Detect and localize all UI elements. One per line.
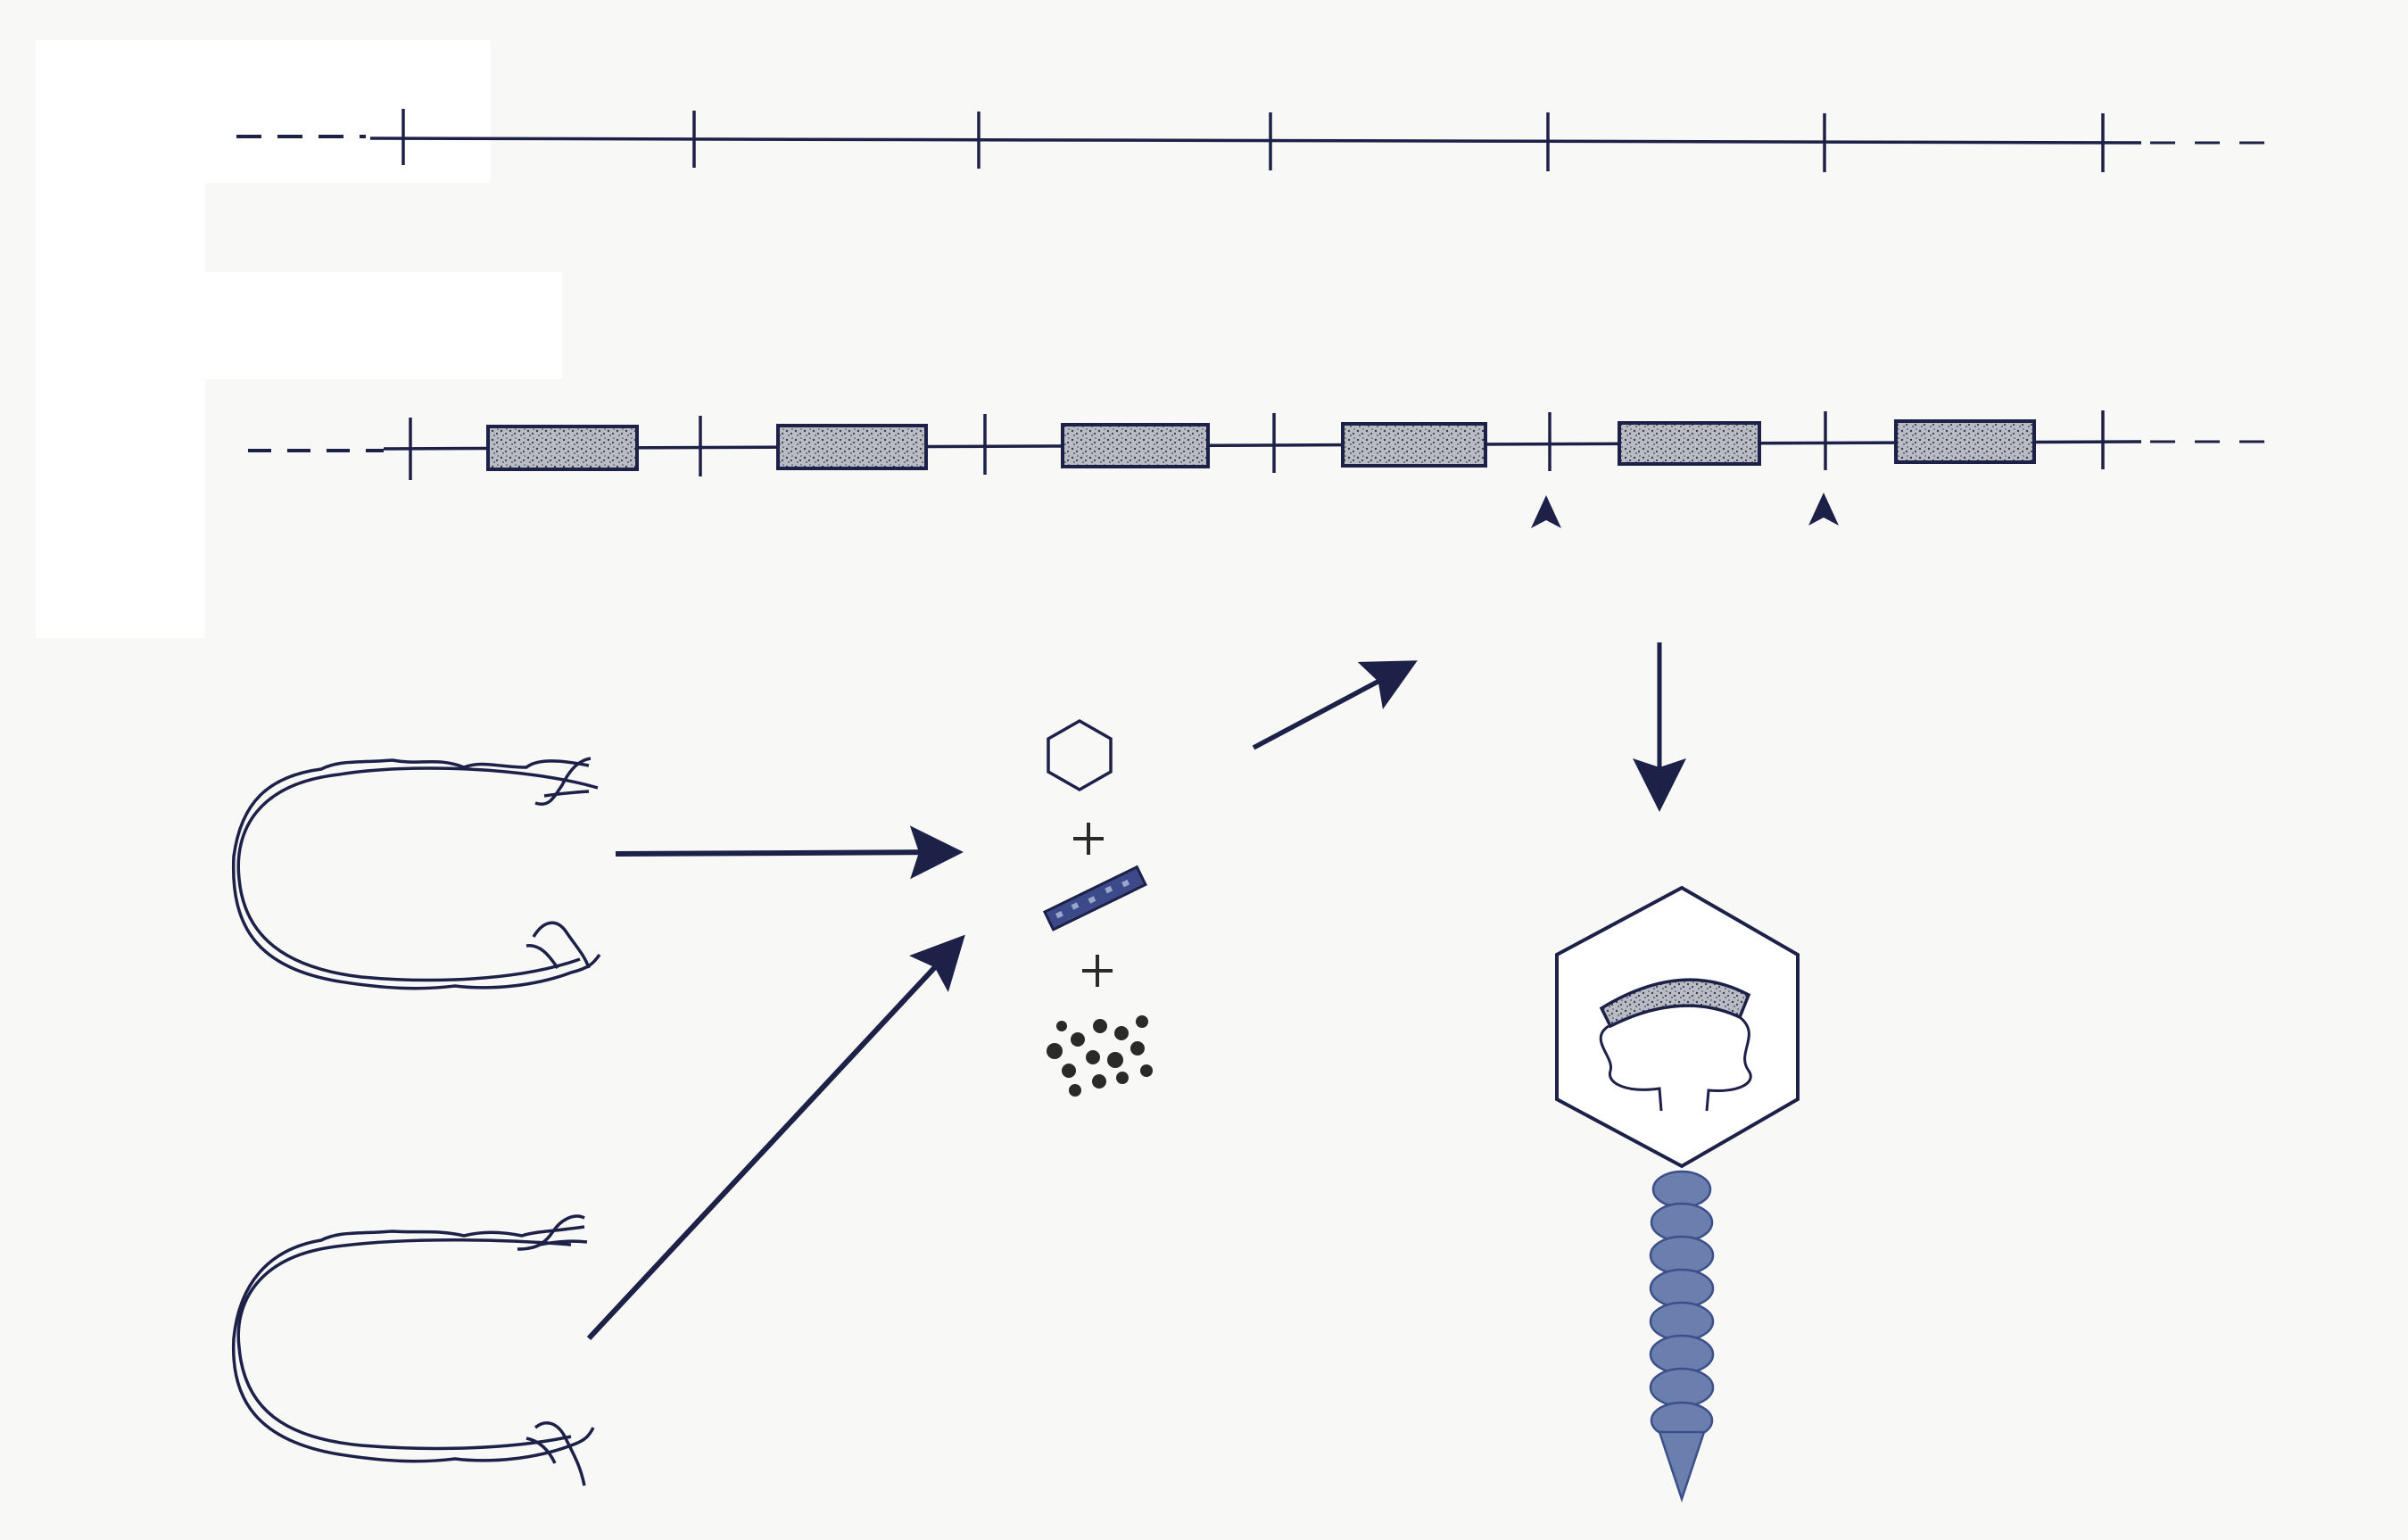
particle-cluster-icon (1047, 1015, 1153, 1097)
cell-upper-tail (517, 1214, 585, 1251)
plus-icon (1073, 823, 1104, 855)
c-shaped-cell-upper (231, 757, 601, 990)
components-stack (1042, 718, 1153, 1097)
bottom-axis (248, 410, 2284, 528)
stippled-segment (486, 425, 639, 471)
cell-lower-tail (534, 1421, 586, 1486)
hexagon-icon (1047, 718, 1113, 792)
label-panel-top (205, 40, 491, 183)
tail-bead (1649, 1235, 1715, 1276)
tail-bead (1650, 1202, 1714, 1243)
cell-outer-contour (236, 766, 599, 982)
stippled-segment (1894, 419, 2036, 464)
tail-bead (1649, 1367, 1715, 1408)
bottom-axis-line (383, 440, 2142, 451)
tail-bead (1649, 1301, 1715, 1342)
plus-icon (1082, 955, 1113, 987)
cell-outer-contour (236, 1238, 572, 1451)
stippled-segment (1061, 423, 1210, 468)
label-panel (36, 40, 205, 638)
cell-lower-tail (532, 921, 591, 969)
tail-bead (1649, 1334, 1715, 1375)
cell-inner-wavy-contour (231, 758, 601, 990)
flow-arrows (586, 642, 1686, 1341)
top-axis-ticks (401, 109, 2105, 172)
cell-lower-tail-2 (525, 1437, 557, 1464)
cell-upper-tail-2 (543, 790, 590, 798)
top-axis (236, 109, 2284, 172)
arrowhead-marker-icon (1808, 493, 1839, 526)
label-panel-middle (205, 272, 562, 379)
arrowhead-markers (1531, 493, 1839, 528)
stippled-segment (1618, 421, 1761, 466)
cell-upper-tail-2 (539, 1239, 588, 1246)
inner-wavy-right (1705, 1015, 1752, 1112)
tail-bead (1649, 1268, 1715, 1309)
cell-to-components-arrow (615, 825, 964, 880)
bottom-axis-segments (486, 419, 2036, 471)
rod-icon (1042, 865, 1147, 931)
tail-bead (1651, 1170, 1712, 1209)
hexagon-head-icon (1555, 885, 1800, 1169)
inner-wavy-left (1599, 1024, 1663, 1112)
hexagon-head-assembly (1555, 885, 1800, 1169)
curved-stippled-segment (1599, 978, 1751, 1029)
bottom-axis-ticks (409, 410, 2105, 480)
arrowhead-marker-icon (1531, 495, 1561, 528)
cell-to-components-arrow-diagonal (586, 934, 965, 1341)
cell-lower-tail-2 (525, 944, 559, 969)
tail-tip (1658, 1430, 1706, 1503)
top-axis-line (369, 137, 2142, 145)
helical-tail (1649, 1170, 1715, 1503)
stippled-segment (1341, 422, 1487, 468)
cell-upper-tail (534, 757, 592, 806)
c-shaped-cell-lower (231, 1214, 595, 1486)
stippled-segment (776, 424, 928, 470)
cell-inner-wavy-contour (231, 1225, 595, 1463)
components-to-axis-arrow (1252, 660, 1418, 750)
